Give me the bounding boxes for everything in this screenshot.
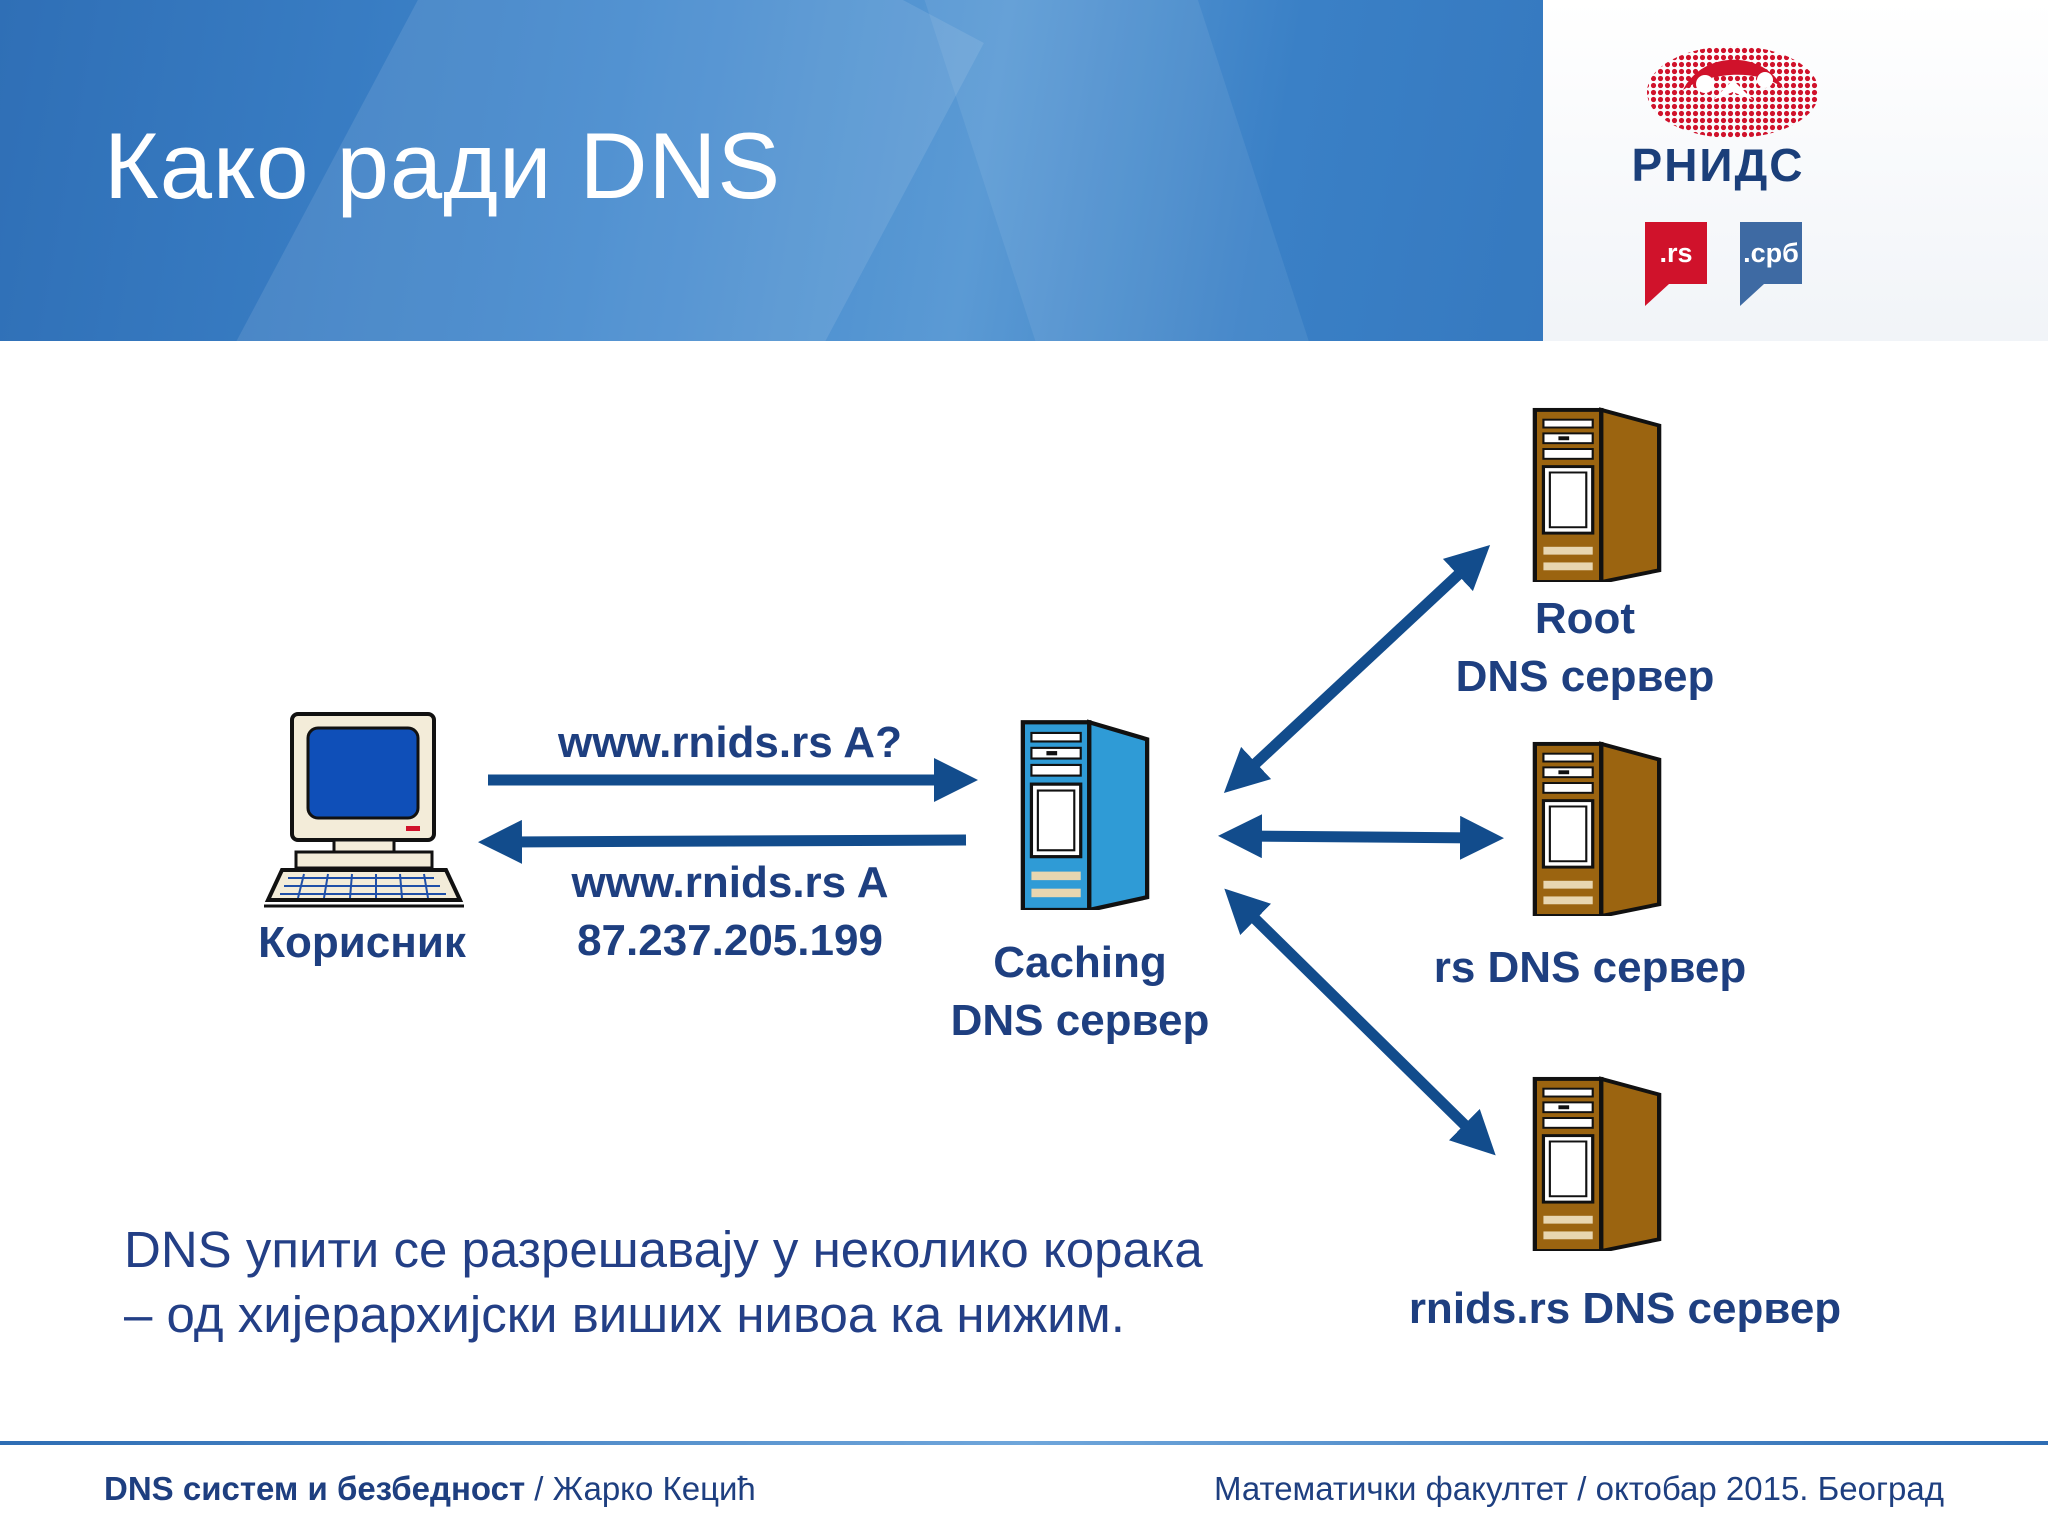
rs-label: rs DNS сервер — [1433, 943, 1747, 992]
footer-divider — [0, 1441, 2048, 1445]
client-computer-icon — [264, 712, 464, 908]
root-label-line2: DNS сервер — [1455, 652, 1715, 701]
slide-title: Како ради DNS — [104, 113, 782, 218]
rs-link-arrow — [1218, 814, 1504, 860]
answer-name-label: www.rnids.rs A — [571, 858, 889, 907]
caching-label-line1: Caching — [993, 938, 1167, 987]
answer-ip-label: 87.237.205.199 — [577, 916, 883, 965]
arrows — [478, 545, 1504, 1156]
srb-badge-label: .срб — [1740, 222, 1802, 284]
explanation-note: DNS упити се разрешавају у неколико кора… — [124, 1217, 1374, 1347]
answer-arrow — [478, 819, 967, 864]
header-banner: Како ради DNS РНИДС .rs .срб — [0, 0, 2048, 341]
note-line-1: DNS упити се разрешавају у неколико кора… — [124, 1221, 1203, 1278]
rnids-label: rnids.rs DNS сервер — [1408, 1284, 1842, 1333]
rnids-emblem-icon — [1647, 46, 1819, 138]
rnids-link-arrow — [1224, 888, 1496, 1156]
caching-server-icon — [1020, 719, 1150, 910]
rs-badge-label: .rs — [1645, 222, 1707, 284]
rs-domain-badge: .rs — [1645, 222, 1707, 306]
footer-topic: DNS систем и безбедност — [104, 1470, 526, 1507]
query-label: www.rnids.rs A? — [558, 718, 902, 767]
badge-tail-icon — [1740, 284, 1764, 306]
footer-right: Математички факултет / октобар 2015. Бео… — [1213, 1470, 1944, 1507]
srb-domain-badge: .срб — [1740, 222, 1802, 306]
badge-tail-icon — [1645, 284, 1669, 306]
logo-wordmark: РНИДС — [1631, 139, 1805, 191]
logo-panel: РНИДС .rs .срб — [1543, 0, 2048, 341]
note-line-2: – од хијерархијски виших нивоа ка нижим. — [124, 1286, 1125, 1343]
rs-server-icon — [1532, 741, 1662, 916]
caching-label-line2: DNS сервер — [950, 996, 1210, 1045]
root-label-line1: Root — [1534, 594, 1636, 643]
root-server-icon — [1532, 407, 1662, 582]
root-link-arrow — [1223, 545, 1491, 793]
client-label: Корисник — [258, 918, 466, 967]
footer-left: DNS систем и безбедност / Жарко Кецић — [104, 1470, 756, 1508]
footer-author: / Жарко Кецић — [525, 1470, 756, 1507]
rnids-server-icon — [1532, 1076, 1662, 1251]
